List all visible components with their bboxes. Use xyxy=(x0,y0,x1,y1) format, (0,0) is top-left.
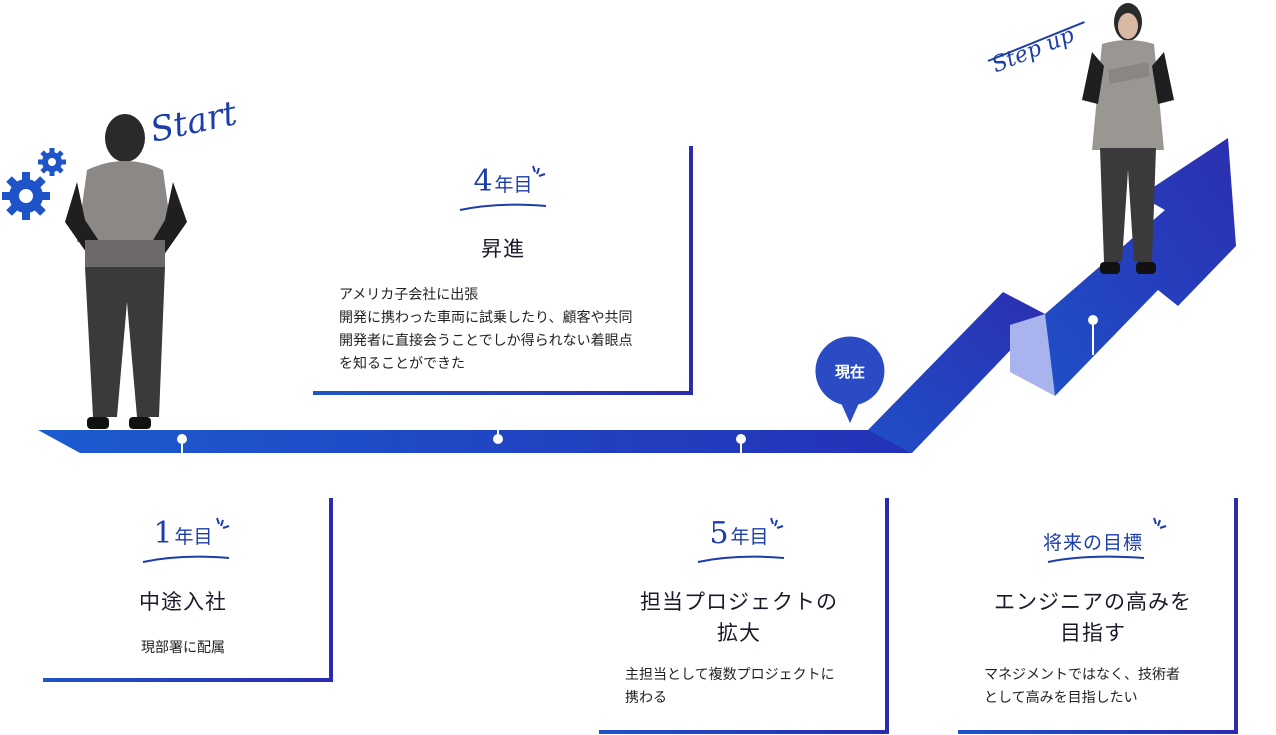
sparkle-icon xyxy=(216,517,230,529)
card-border-bottom xyxy=(313,391,693,395)
current-pin: 現在 xyxy=(811,333,889,425)
timeline-connector-3 xyxy=(740,444,742,456)
desc-line: 開発に携わった車両に試乗したり、顧客や共同 xyxy=(339,309,633,325)
timeline-dot-2 xyxy=(493,434,503,444)
sparkle-icon xyxy=(532,165,546,177)
year-number: 4 xyxy=(473,164,493,199)
milestone-desc: アメリカ子会社に出張 開発に携わった車両に試乗したり、顧客や共同 開発者に直接会… xyxy=(339,283,679,375)
goal-label: 将来の目標 xyxy=(1042,532,1143,554)
sparkle-icon xyxy=(770,517,784,529)
gear-small-icon xyxy=(38,148,66,176)
timeline-connector-2 xyxy=(497,388,499,434)
card-border-right xyxy=(885,498,889,734)
desc-line: を知ることができた xyxy=(339,355,465,371)
desc-line: 開発者に直接会うことでしか得られない着眼点 xyxy=(339,332,633,348)
card-border-bottom xyxy=(43,678,333,682)
milestone-title: 中途入社 xyxy=(139,590,227,614)
milestone-title: エンジニアの高みを 目指す xyxy=(958,587,1228,649)
milestone-desc: 現部署に配属 xyxy=(141,639,225,655)
year-underline xyxy=(459,203,547,211)
title-line: 拡大 xyxy=(717,621,761,645)
milestone-desc: 主担当として複数プロジェクトに 携わる xyxy=(625,663,875,709)
card-border-right xyxy=(1234,498,1238,734)
timeline-connector-1 xyxy=(181,444,183,456)
milestone-card-future: 将来の目標 エンジニアの高みを 目指す マネジメントではなく、技術者 として高み… xyxy=(958,498,1238,734)
year-underline xyxy=(1047,555,1145,563)
person-stepup-figure xyxy=(1082,3,1174,274)
year-number: 1 xyxy=(153,516,173,551)
desc-line: として高みを目指したい xyxy=(984,689,1138,705)
year-unit: 年目 xyxy=(730,526,769,548)
title-line: エンジニアの高みを xyxy=(994,590,1192,614)
desc-line: 携わる xyxy=(625,689,667,705)
timeline-dot-3 xyxy=(736,434,746,444)
title-line: 目指す xyxy=(1060,621,1126,645)
card-border-right xyxy=(689,146,693,395)
gear-icon xyxy=(2,172,50,220)
year-underline xyxy=(697,555,785,563)
milestone-desc: マネジメントではなく、技術者 として高みを目指したい xyxy=(984,663,1224,709)
year-number: 5 xyxy=(709,516,729,551)
current-label: 現在 xyxy=(834,364,865,381)
milestone-title: 昇進 xyxy=(481,237,525,261)
timeline-dot-1 xyxy=(177,434,187,444)
desc-line: マネジメントではなく、技術者 xyxy=(984,666,1180,682)
sparkle-icon xyxy=(1153,517,1167,529)
desc-line: 主担当として複数プロジェクトに xyxy=(625,666,835,682)
card-border-right xyxy=(329,498,333,682)
year-unit: 年目 xyxy=(174,526,213,548)
timeline-dot-4 xyxy=(1088,315,1098,325)
year-underline xyxy=(142,555,230,563)
person-start-figure xyxy=(65,114,187,429)
title-line: 担当プロジェクトの xyxy=(640,590,838,614)
card-border-bottom xyxy=(599,730,889,734)
year-unit: 年目 xyxy=(494,174,533,196)
timeline-connector-4 xyxy=(1092,325,1094,355)
desc-line: アメリカ子会社に出張 xyxy=(339,286,479,302)
card-border-bottom xyxy=(958,730,1238,734)
milestone-title: 担当プロジェクトの 拡大 xyxy=(599,587,879,649)
